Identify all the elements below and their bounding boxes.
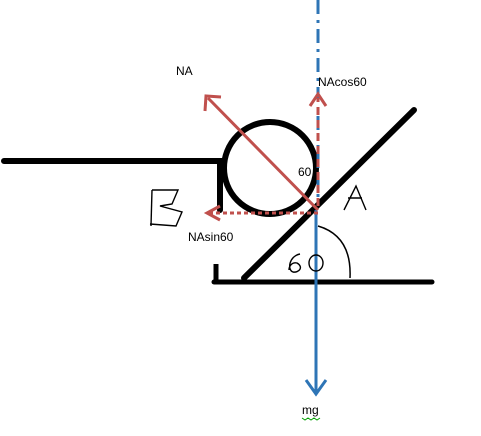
mg-spellcheck-underline — [301, 417, 321, 421]
incline-plane — [241, 107, 417, 281]
point-b-handwritten: B — [149, 189, 183, 227]
na-label: NA — [176, 64, 193, 78]
ledge-line — [1, 158, 223, 213]
base-angle-handwritten: 60 — [288, 253, 324, 273]
na-cos-arrowhead — [308, 91, 328, 107]
small-angle-label: 60 — [298, 165, 312, 179]
na-arrowhead — [203, 94, 222, 112]
mg-arrowhead — [304, 379, 328, 397]
point-a-handwritten: A — [343, 184, 367, 211]
na-sin-label: NAsin60 — [188, 230, 234, 244]
ball — [221, 119, 319, 217]
na-arrow-line — [206, 96, 320, 212]
na-sin-arrowhead — [203, 204, 221, 222]
na-cos-label: NAcos60 — [318, 75, 367, 89]
mg-label: mg — [302, 403, 319, 417]
base-angle-arc — [317, 225, 351, 279]
